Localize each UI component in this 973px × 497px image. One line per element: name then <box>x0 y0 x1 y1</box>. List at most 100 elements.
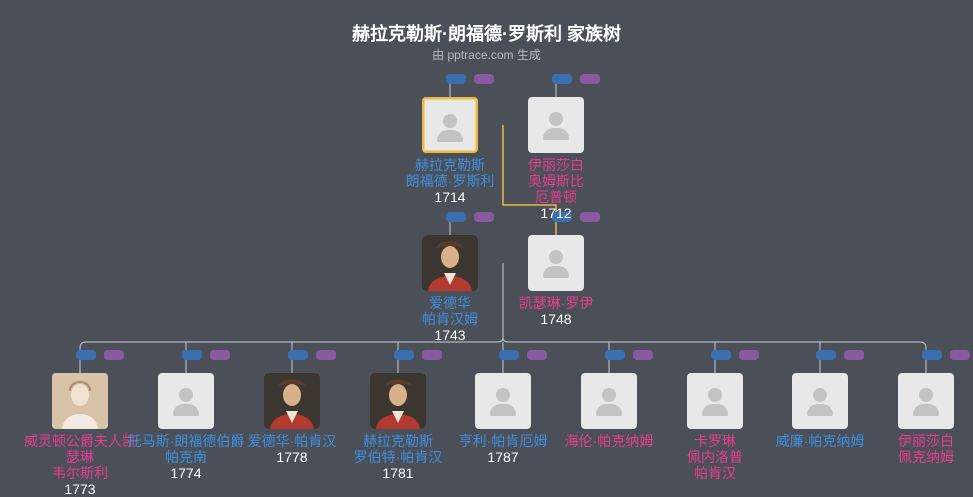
person-name-line: 佩内洛普 <box>687 449 743 465</box>
add-mother-button[interactable] <box>474 212 494 222</box>
add-father-button[interactable] <box>446 212 466 222</box>
avatar-portrait[interactable] <box>370 373 426 429</box>
person-silhouette-head-icon <box>443 114 457 128</box>
person-name: 亨利·帕肯厄姆 <box>443 433 563 449</box>
add-father-button[interactable] <box>446 74 466 84</box>
add-father-button[interactable] <box>76 350 96 360</box>
person-name-line: 佩克纳姆 <box>898 449 954 465</box>
add-father-button[interactable] <box>605 350 625 360</box>
add-mother-button[interactable] <box>580 74 600 84</box>
add-father-button[interactable] <box>288 350 308 360</box>
person-silhouette-head-icon <box>496 388 510 402</box>
person-birth-year: 1774 <box>170 465 202 481</box>
person-name: 伊丽莎白奥姆斯比厄普顿 <box>496 157 616 205</box>
person-name: 爱德华·帕肯汉 <box>232 433 352 449</box>
person-silhouette-body-icon <box>437 130 463 142</box>
person-silhouette-head-icon <box>919 388 933 402</box>
avatar-placeholder-icon[interactable] <box>898 373 954 429</box>
relation-buttons <box>446 212 496 222</box>
person-birth-year: 1773 <box>64 481 96 497</box>
avatar-portrait[interactable] <box>52 373 108 429</box>
avatar-portrait[interactable] <box>422 235 478 291</box>
person-name: 海伦·帕克纳姆 <box>549 433 669 449</box>
add-father-button[interactable] <box>711 350 731 360</box>
relation-buttons <box>76 350 126 360</box>
person-name-line: 威廉·帕克纳姆 <box>775 433 865 449</box>
avatar-placeholder-icon[interactable] <box>528 97 584 153</box>
avatar-placeholder-icon[interactable] <box>158 373 214 429</box>
relation-buttons <box>288 350 338 360</box>
add-mother-button[interactable] <box>739 350 759 360</box>
add-mother-button[interactable] <box>210 350 230 360</box>
person-silhouette-head-icon <box>602 388 616 402</box>
add-mother-button[interactable] <box>474 74 494 84</box>
avatar-placeholder-icon[interactable] <box>528 235 584 291</box>
person-silhouette-head-icon <box>179 388 193 402</box>
person-node-helen-pakenham[interactable]: 海伦·帕克纳姆 <box>549 373 669 449</box>
person-silhouette-body-icon <box>913 404 939 416</box>
person-name-line: 韦尔斯利 <box>52 465 108 481</box>
add-father-button[interactable] <box>922 350 942 360</box>
add-mother-button[interactable] <box>527 350 547 360</box>
avatar-placeholder-icon[interactable] <box>687 373 743 429</box>
relation-buttons <box>605 350 655 360</box>
person-name-line: 厄普顿 <box>535 189 577 205</box>
add-mother-button[interactable] <box>950 350 970 360</box>
person-silhouette-body-icon <box>702 404 728 416</box>
add-father-button[interactable] <box>394 350 414 360</box>
children-bus-line <box>79 337 927 356</box>
avatar-portrait[interactable] <box>264 373 320 429</box>
person-name-line: 赫拉克勒斯 <box>415 157 485 173</box>
person-silhouette-body-icon <box>543 266 569 278</box>
person-name: 赫拉克勒斯罗伯特·帕肯汉 <box>338 433 458 465</box>
person-name-line: 凯瑟琳·罗伊 <box>518 295 594 311</box>
person-name: 卡罗琳佩内洛普帕肯汉 <box>655 433 775 481</box>
person-birth-year: 1787 <box>487 449 519 465</box>
add-mother-button[interactable] <box>633 350 653 360</box>
add-father-button[interactable] <box>182 350 202 360</box>
person-name: 赫拉克勒斯朗福德·罗斯利 <box>390 157 510 189</box>
avatar-placeholder-icon[interactable] <box>475 373 531 429</box>
person-silhouette-head-icon <box>813 388 827 402</box>
person-name-line: 帕肯汉 <box>694 465 736 481</box>
person-birth-year: 1778 <box>276 449 308 465</box>
add-father-button[interactable] <box>552 74 572 84</box>
page-title: 赫拉克勒斯·朗福德·罗斯利 家族树 <box>352 24 621 44</box>
relation-buttons <box>446 74 496 84</box>
add-mother-button[interactable] <box>316 350 336 360</box>
person-birth-year: 1714 <box>434 189 466 205</box>
add-father-button[interactable] <box>816 350 836 360</box>
person-name-line: 帕肯汉姆 <box>422 311 478 327</box>
add-mother-button[interactable] <box>580 212 600 222</box>
person-name: 威廉·帕克纳姆 <box>760 433 880 449</box>
add-mother-button[interactable] <box>104 350 124 360</box>
person-silhouette-head-icon <box>708 388 722 402</box>
add-father-button[interactable] <box>552 212 572 222</box>
person-node-elizabeth-pakenham[interactable]: 伊丽莎白佩克纳姆 <box>866 373 973 465</box>
person-silhouette-body-icon <box>543 128 569 140</box>
person-node-william-pakenham[interactable]: 威廉·帕克纳姆 <box>760 373 880 449</box>
relation-buttons <box>552 74 602 84</box>
person-birth-year: 1748 <box>540 311 572 327</box>
avatar-placeholder-icon[interactable] <box>422 97 478 153</box>
add-father-button[interactable] <box>499 350 519 360</box>
person-name-line: 朗福德·罗斯利 <box>405 173 495 189</box>
relation-buttons <box>711 350 761 360</box>
person-silhouette-body-icon <box>807 404 833 416</box>
add-mother-button[interactable] <box>422 350 442 360</box>
person-node-caroline-pakenham[interactable]: 卡罗琳佩内洛普帕肯汉 <box>655 373 775 481</box>
avatar-placeholder-icon[interactable] <box>792 373 848 429</box>
person-birth-year: 1743 <box>434 327 466 343</box>
avatar-placeholder-icon[interactable] <box>581 373 637 429</box>
add-mother-button[interactable] <box>844 350 864 360</box>
person-name-line: 海伦·帕克纳姆 <box>564 433 654 449</box>
